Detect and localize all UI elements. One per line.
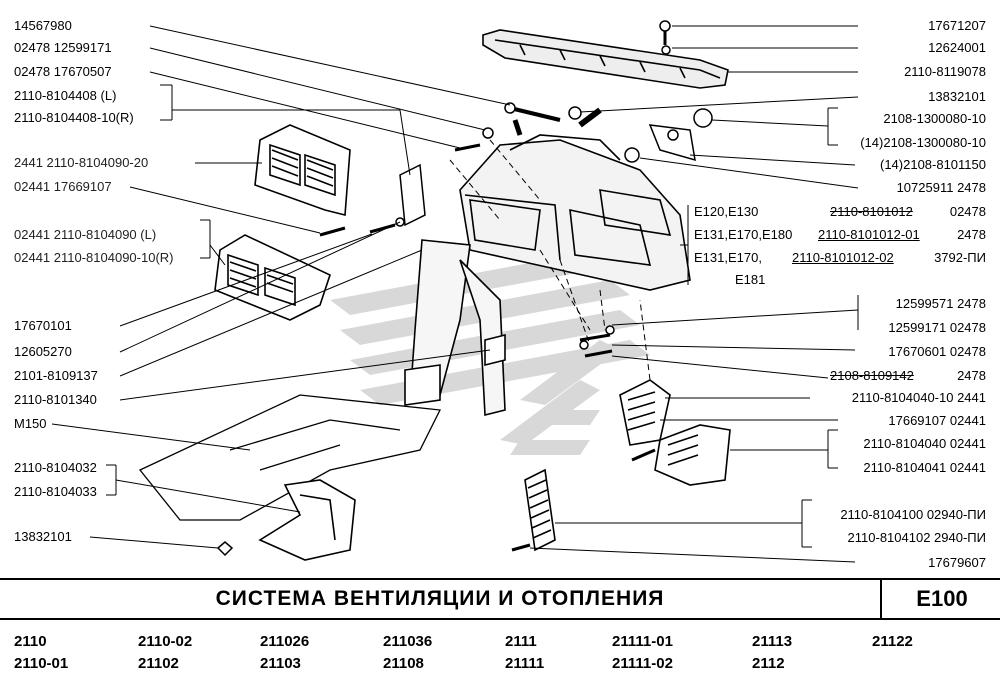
label-right-struck-code: 2478 [957,368,986,383]
heater-part-1: 2110-8101012 [830,204,913,219]
floor-duct [404,239,506,417]
top-air-duct [482,29,729,89]
label-left-2: 02478 12599171 [14,40,112,55]
label-left-8: 02441 2110-8104090 (L) [14,227,157,242]
label-left-14: M150 [14,416,47,431]
label-right-2: 12624001 [928,40,986,55]
title-bar: СИСТЕМА ВЕНТИЛЯЦИИ И ОТОПЛЕНИЯ E100 [0,578,1000,620]
floor-console [138,394,442,521]
label-right-1: 17671207 [928,18,986,33]
model-7: 211036 [383,633,433,650]
label-right-5: 2108-1300080-10 [883,111,986,126]
rear-duct [258,479,356,561]
leader-lines [51,25,859,563]
label-right-7: (14)2108-8101150 [879,157,986,172]
label-left-13: 2110-8101340 [14,392,97,407]
label-right-12: 2110-8104040-10 2441 [851,390,986,405]
assembly-dashed-lines [449,139,651,381]
label-right-6: (14)2108-1300080-10 [860,135,986,150]
struck-part-number: 2108-8109142 [830,368,914,383]
bracket [399,163,426,227]
heater-variant-2: E131,E170,E180 [694,227,793,242]
label-right-3: 2110-8119078 [904,64,986,79]
model-14: 2112 [752,655,785,672]
label-left-10: 17670101 [14,318,72,333]
label-right-11: 17670601 02478 [888,344,986,359]
label-right-14: 2110-8104040 02441 [863,436,986,451]
heater-code-3: 3792-ПИ [934,250,986,265]
label-right-18: 17679607 [928,555,986,570]
label-right-10: 12599171 02478 [888,320,986,335]
label-right-9: 12599571 2478 [895,296,986,311]
model-5: 211026 [260,633,310,650]
label-left-11: 12605270 [14,344,72,359]
label-left-12: 2101-8109137 [14,368,98,383]
exploded-parts-drawing [51,20,859,563]
side-vent-right [619,379,731,486]
page-title: СИСТЕМА ВЕНТИЛЯЦИИ И ОТОПЛЕНИЯ [215,587,665,610]
label-left-7: 02441 17669107 [14,179,112,194]
side-vent-left [214,234,331,321]
label-left-16: 2110-8104033 [14,484,97,499]
model-10: 21111 [505,655,545,672]
label-right-struck-part: 2108-8109142 [830,368,914,384]
model-12: 21111-02 [612,655,673,672]
model-11: 21111-01 [612,633,673,650]
model-3: 2110-02 [138,633,193,650]
center-vent [254,124,351,217]
model-9: 2111 [505,633,537,650]
label-right-16: 2110-8104100 02940-ПИ [840,507,986,522]
section-code: E100 [880,580,1000,618]
heater-variant-3: E131,E170, [694,250,762,265]
label-left-6: 2441 2110-8104090-20 [14,155,149,170]
label-left-9: 02441 2110-8104090-10(R) [14,250,174,265]
label-right-4: 13832101 [928,89,986,104]
label-left-1: 14567980 [14,18,72,33]
heater-code-2: 2478 [957,227,986,242]
model-2: 2110-01 [14,655,69,672]
heater-code-1: 02478 [949,204,986,219]
model-15: 21122 [872,633,913,650]
heater-part-2: 2110-8101012-01 [818,227,920,242]
model-4: 21102 [138,655,179,672]
label-left-4: 2110-8104408 (L) [14,88,117,103]
heater-variant-1: E120,E130 [694,204,759,219]
label-left-17: 13832101 [14,529,72,544]
label-left-5: 2110-8104408-10(R) [14,110,134,125]
model-13: 21113 [752,633,793,650]
heater-unit [459,107,691,291]
fasteners [216,20,713,557]
heater-variant-4: E181 [735,272,766,287]
heater-part-3: 2110-8101012-02 [792,250,894,265]
label-right-17: 2110-8104102 2940-ПИ [847,530,986,545]
model-8: 21108 [383,655,424,672]
label-right-15: 2110-8104041 02441 [863,460,986,475]
model-6: 21103 [260,655,301,672]
rear-grille [524,468,556,552]
label-right-8: 10725911 2478 [896,180,986,195]
label-right-13: 17669107 02441 [888,413,986,428]
label-left-15: 2110-8104032 [14,460,97,475]
model-1: 2110 [14,633,47,650]
label-left-3: 02478 17670507 [14,64,112,79]
